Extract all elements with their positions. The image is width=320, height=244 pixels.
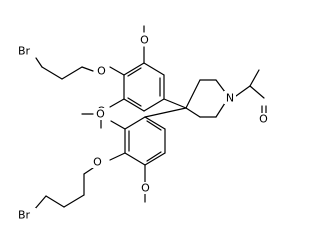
atom-o-bottom-methoxy-2: O [141,182,150,195]
atom-br-top: Br [18,45,31,58]
atom-labels: O O O Br N O O O O Br [12,34,269,222]
atom-o-top-ether: O [97,65,106,78]
atom-o-carbonyl: O [259,113,268,126]
chemical-structure-diagram: O O O Br N O O O O Br [12,25,269,222]
atom-n-piperidine: N [226,92,234,105]
atom-o-bottom-methoxy: O [96,108,105,121]
atom-o-bottom-ether: O [93,156,102,169]
bond-lines [33,25,267,211]
atom-br-bottom: Br [18,209,31,222]
atom-o-top-methoxy: O [140,34,149,47]
